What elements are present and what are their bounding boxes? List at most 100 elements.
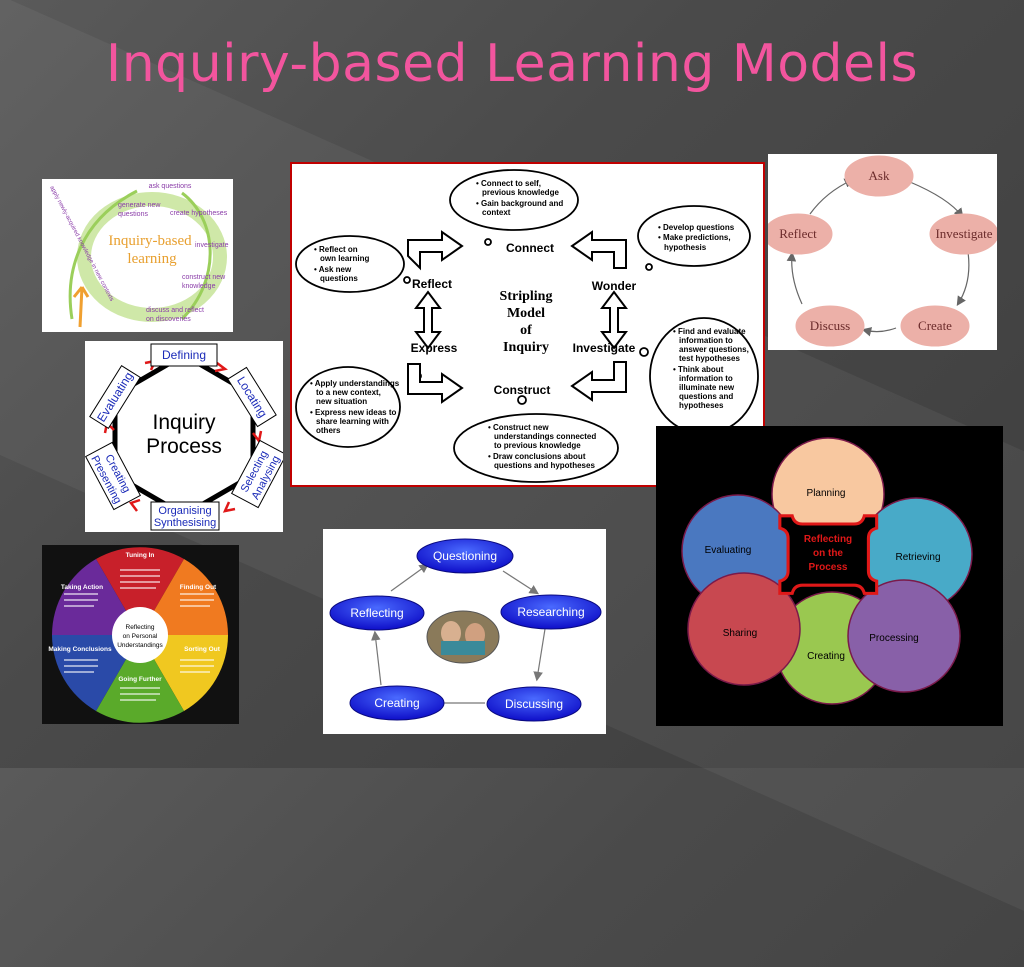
center-line-1: Reflecting [804, 534, 852, 545]
stripling-center-1: Stripling [500, 289, 553, 304]
label-sharing: Sharing [723, 628, 757, 639]
arrow-connect-wonder [570, 230, 627, 269]
reflecting-flower-diagram: Planning Retrieving Processing Creating … [656, 426, 1003, 726]
label-creating: Creating [374, 696, 419, 710]
investigate-text-4: test hypotheses [679, 354, 740, 363]
label-researching: Researching [517, 605, 584, 619]
reflect-text-1: • Reflect on [314, 245, 358, 254]
construct-text-5: questions and hypotheses [494, 461, 595, 470]
inquiry-cycle-center-line2: learning [127, 251, 177, 267]
inquiry-item-generate-2: questions [118, 211, 148, 218]
investigate-text-8: questions and [679, 392, 733, 401]
inquiry-item-ask: ask questions [149, 183, 192, 190]
express-text-2: to a new context, [316, 388, 381, 397]
arrow-express-reflect [414, 290, 442, 350]
arrow-reflect-connect [407, 230, 464, 271]
connect-text-3: • Gain background and [476, 199, 563, 208]
construct-text-4: • Draw conclusions about [488, 452, 586, 461]
create-circle [900, 305, 970, 347]
oval-questioning [416, 538, 514, 574]
bubble-construct [453, 413, 619, 483]
slide-title: Inquiry-based Learning Models [105, 34, 919, 94]
label-reflecting: Reflecting [350, 606, 403, 620]
express-text-4: • Express new ideas to [310, 408, 397, 417]
bubble-reflect [295, 235, 405, 293]
construct-text-2: understandings connected [494, 432, 596, 441]
inquiry-process-center-line1: Inquiry [152, 411, 216, 434]
investigate-circle [929, 213, 997, 255]
wheel-label-going-further: Going Further [118, 676, 162, 683]
construct-text-3: to previous knowledge [494, 441, 581, 450]
segment-going-further [96, 635, 184, 723]
center-photo [426, 610, 500, 664]
reflect-text-3: • Ask new [314, 265, 352, 274]
segment-tuning-in [96, 547, 184, 635]
step-evaluating-box [89, 365, 141, 429]
petal-processing [847, 579, 961, 693]
arrow-wonder-investigate [600, 290, 628, 350]
step-defining-box [150, 343, 218, 367]
inquiry-side-text: apply newly-acquired knowledge in new co… [48, 185, 114, 302]
connect-text-2: previous knowledge [482, 188, 559, 197]
reflect-circle [768, 213, 833, 255]
investigate-text-1: • Find and evaluate [673, 327, 746, 336]
step-organising-1: Organising [158, 505, 211, 517]
label-processing: Processing [869, 633, 918, 644]
inquiry-item-discuss-1: discuss and reflect [146, 307, 204, 314]
label-creating: Creating [807, 651, 845, 662]
investigate-text-5: • Think about [673, 365, 724, 374]
wonder-text-3: hypothesis [664, 243, 707, 252]
inquiry-item-construct-1: construct new [182, 274, 226, 281]
arrow-express-construct [407, 363, 464, 404]
phase-connect: Connect [506, 241, 554, 255]
phase-construct: Construct [494, 383, 551, 397]
express-text-5: share learning with [316, 417, 389, 426]
wheel-label-finding-out: Finding Out [180, 584, 217, 591]
inquiry-item-construct-2: knowledge [182, 283, 216, 290]
inquiry-item-discuss-2: on discoveries [146, 316, 191, 323]
personal-understandings-wheel: Tuning In Finding Out Sorting Out Going … [42, 545, 239, 724]
investigate-label: Investigate [935, 226, 992, 241]
bubble-wonder [637, 205, 751, 267]
label-retrieving: Retrieving [895, 552, 940, 563]
wheel-label-making-conclusions: Making Conclusions [48, 646, 112, 653]
inquiry-cycle-diagram: Inquiry-based learning ask questions gen… [42, 179, 233, 332]
oval-reflecting [329, 595, 425, 631]
inquiry-process-center-line2: Process [146, 435, 222, 458]
step-organising-box [150, 501, 220, 531]
arrow-investigate-construct [570, 361, 627, 402]
stripling-model-diagram: • Connect to self, previous knowledge • … [290, 162, 765, 487]
inquiry-process-diagram: Inquiry Process Defining Locating Select… [85, 341, 283, 532]
stripling-center-3: of [520, 323, 532, 338]
oval-cycle-diagram: Questioning Researching Discussing Creat… [323, 529, 606, 734]
label-questioning: Questioning [433, 549, 497, 563]
investigate-text-7: illuminate new [679, 383, 735, 392]
express-text-1: • Apply understandings [310, 379, 400, 388]
step-organising-2: Synthesising [154, 517, 216, 529]
label-planning: Planning [807, 488, 846, 499]
reflect-text-2: own learning [320, 254, 369, 263]
inquiry-item-hypotheses: create hypotheses [170, 210, 228, 217]
phase-express: Express [411, 341, 458, 355]
investigate-text-9: hypotheses [679, 401, 724, 410]
express-text-3: new situation [316, 397, 367, 406]
express-text-6: others [316, 426, 341, 435]
oval-discussing [486, 686, 582, 722]
reflect-label: Reflect [779, 226, 817, 241]
label-evaluating: Evaluating [705, 545, 752, 556]
stripling-center-2: Model [507, 306, 545, 321]
wheel-center-2: on Personal [123, 633, 158, 640]
wheel-label-sorting-out: Sorting Out [184, 646, 221, 653]
wheel-label-tuning-in: Tuning In [126, 552, 155, 559]
investigate-text-3: answer questions, [679, 345, 749, 354]
wheel-center-1: Reflecting [126, 624, 155, 631]
step-selecting-box [230, 439, 283, 509]
center-box [778, 514, 879, 595]
investigate-text-2: information to [679, 336, 733, 345]
phase-investigate: Investigate [573, 341, 636, 355]
ask-label: Ask [869, 168, 890, 183]
center-line-3: Process [809, 562, 848, 573]
wonder-text-1: • Develop questions [658, 223, 735, 232]
step-creating-box [85, 441, 142, 511]
phase-wonder: Wonder [592, 279, 637, 293]
